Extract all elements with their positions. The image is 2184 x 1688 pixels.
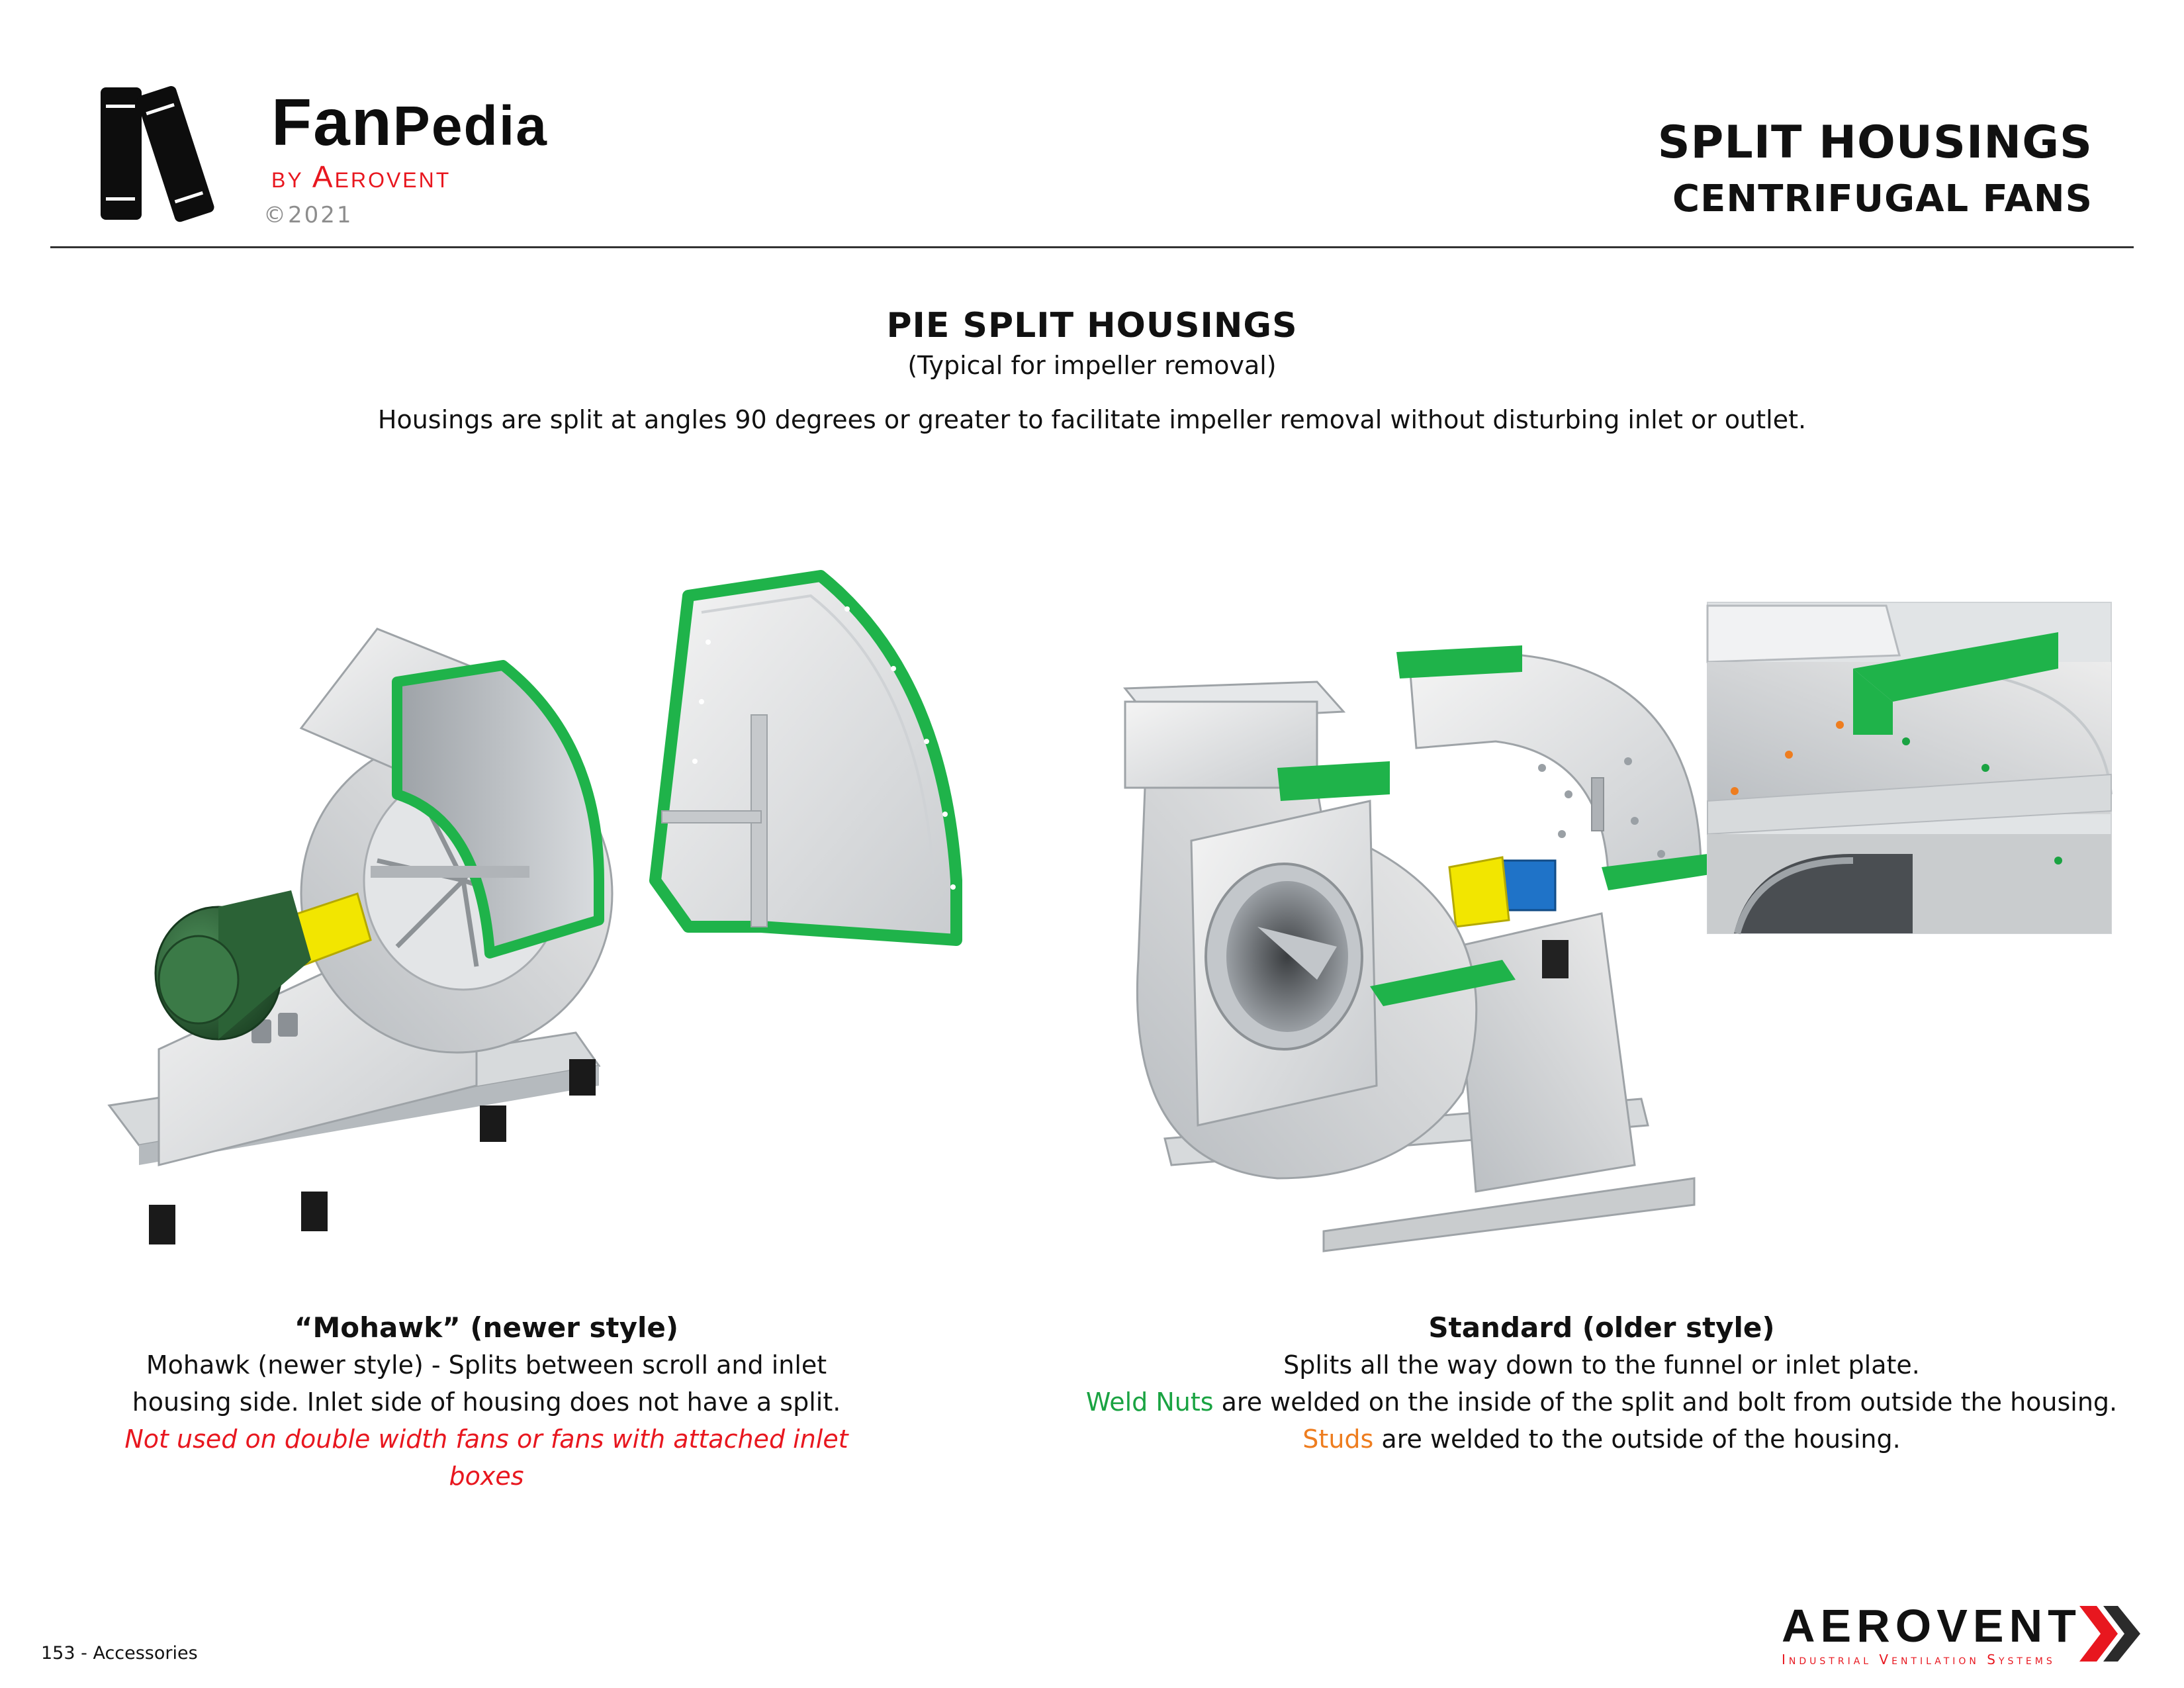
standard-fan-drawing bbox=[1122, 645, 1714, 1252]
section-subtitle: (Typical for impeller removal) bbox=[907, 351, 1277, 380]
page-number: 153 - Accessories bbox=[41, 1643, 198, 1664]
studs-text: are welded to the outside of the housing… bbox=[1373, 1425, 1901, 1454]
mohawk-removed-section bbox=[649, 570, 962, 946]
standard-studs-line: Studs are welded to the outside of the h… bbox=[1059, 1421, 2144, 1458]
brand-copyright: ©2021 bbox=[263, 202, 353, 228]
studs-label: Studs bbox=[1302, 1425, 1374, 1454]
page-subtitle: CENTRIFUGAL FANS bbox=[1672, 177, 2093, 220]
split-detail-inset bbox=[1706, 602, 2113, 935]
header-divider bbox=[50, 246, 2134, 248]
standard-weld-nuts-line: Weld Nuts are welded on the inside of th… bbox=[1059, 1383, 2144, 1421]
aerovent-logo-text: AEROVENT bbox=[1782, 1600, 2081, 1652]
mohawk-warning: Not used on double width fans or fans wi… bbox=[124, 1425, 848, 1491]
standard-caption-title: Standard (older style) bbox=[1428, 1311, 1775, 1344]
page-title: SPLIT HOUSINGS bbox=[1657, 117, 2093, 169]
brand-byline: by Aerovent bbox=[271, 160, 451, 194]
mohawk-caption-line-2: housing side. Inlet side of housing does… bbox=[132, 1387, 841, 1417]
standard-caption: Standard (older style) Splits all the wa… bbox=[1059, 1309, 2144, 1458]
weld-nuts-text: are welded on the inside of the split an… bbox=[1213, 1387, 2118, 1417]
mohawk-caption-title: “Mohawk” (newer style) bbox=[294, 1311, 679, 1344]
section-title: PIE SPLIT HOUSINGS bbox=[886, 306, 1298, 346]
weld-nuts-label: Weld Nuts bbox=[1085, 1387, 1214, 1417]
fan-illustrations bbox=[107, 570, 2113, 1252]
mohawk-caption-line-1: Mohawk (newer style) - Splits between sc… bbox=[146, 1350, 827, 1380]
fanpedia-books-logo bbox=[101, 85, 214, 222]
brand-name: FanPedia bbox=[271, 85, 548, 160]
aerovent-tagline: Industrial Ventilation Systems bbox=[1782, 1652, 2056, 1667]
aerovent-chevron-icon bbox=[2079, 1606, 2140, 1662]
section-description: Housings are split at angles 90 degrees … bbox=[377, 405, 1807, 434]
standard-caption-line-1: Splits all the way down to the funnel or… bbox=[1283, 1350, 1920, 1380]
mohawk-fan-drawing bbox=[107, 628, 614, 1244]
mohawk-caption: “Mohawk” (newer style) Mohawk (newer sty… bbox=[86, 1309, 887, 1495]
